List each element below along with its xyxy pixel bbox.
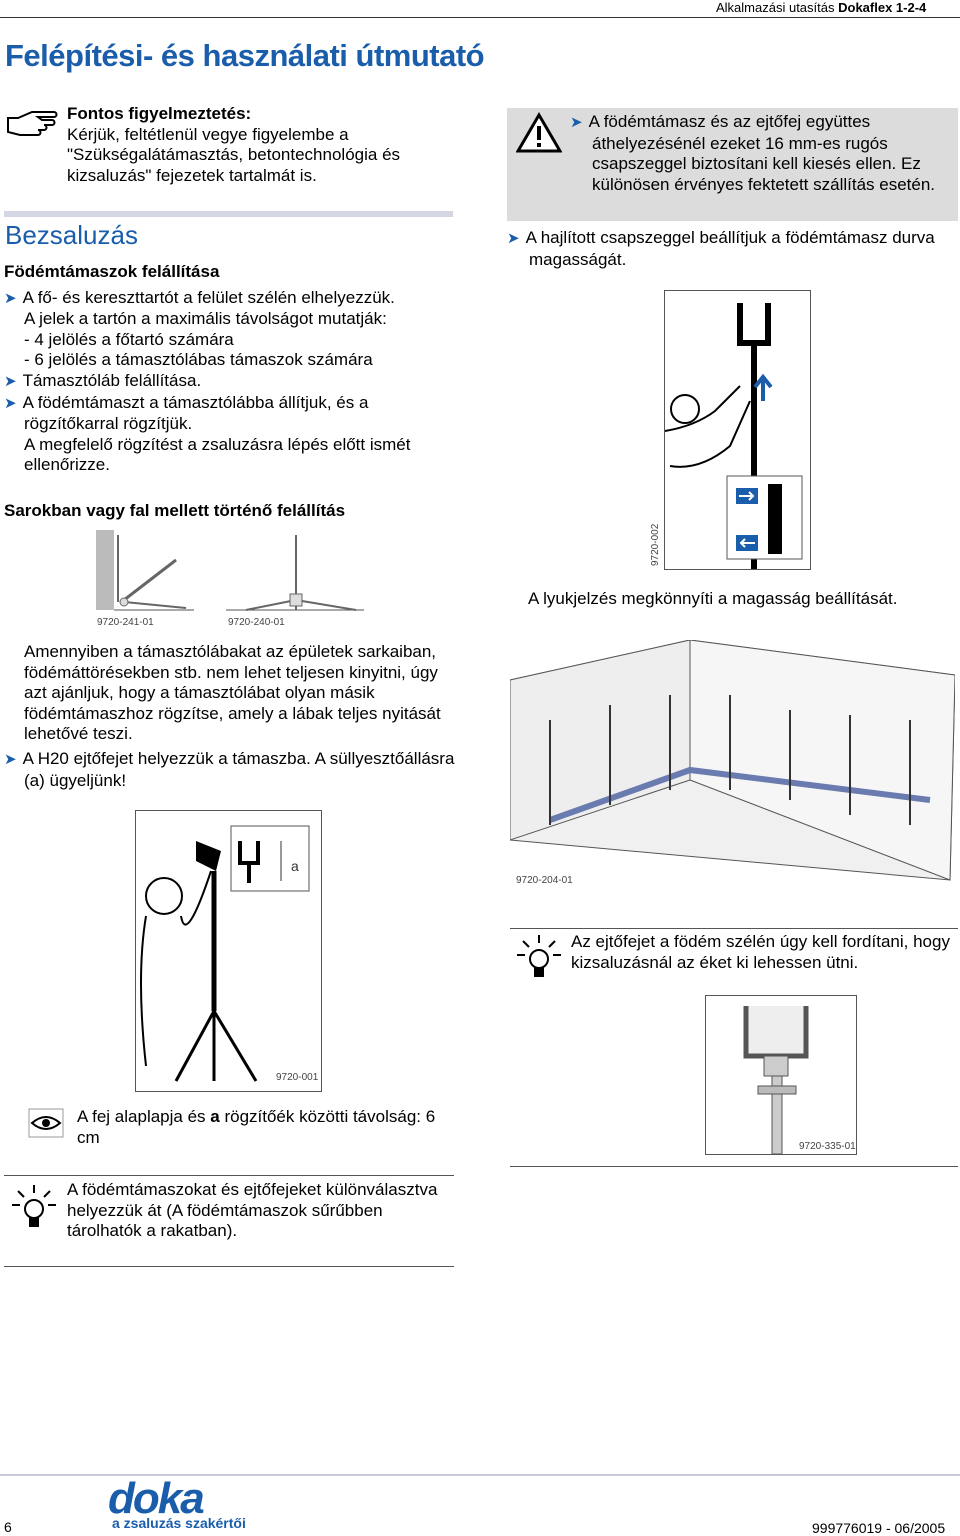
eye-note-part: rögzítőék közötti távolság: 6 cm xyxy=(77,1107,436,1147)
subsection-corner-heading: Sarokban vagy fal mellett történő feláll… xyxy=(4,501,346,520)
eye-note-part: A fej alaplapja és xyxy=(77,1107,211,1126)
person-figure: a xyxy=(135,810,322,1092)
step-text: A födémtámaszt a támasztólábba állítjuk,… xyxy=(22,392,369,434)
step-text: Támasztóláb felállítása. xyxy=(22,370,202,390)
doka-logo: doka xyxy=(108,1474,205,1523)
figure-code: 9720-002 xyxy=(650,523,661,566)
detail-line: A jelek a tartón a maximális távolságot … xyxy=(24,309,387,329)
figure-code: 9720-204-01 xyxy=(516,875,573,886)
page-number: 6 xyxy=(4,1519,12,1535)
figure-code: 9720-335-01 xyxy=(799,1141,856,1152)
step-item: ➤ A födémtámaszt a támasztólábba állítjuk… xyxy=(4,393,456,435)
right-warning-text: ➤ A födémtámasz és az ejtőfej együttes át… xyxy=(570,112,955,195)
figure-code: 9720-241-01 xyxy=(97,617,154,628)
arrow-icon: ➤ xyxy=(4,372,17,390)
warning-text: A födémtámasz és az ejtőfej együttes áth… xyxy=(588,112,936,194)
adjust-caption: A lyukjelzés megkönnyíti a magasság beál… xyxy=(528,589,898,608)
lightbulb-icon xyxy=(10,1183,58,1231)
step-detail: A jelek a tartón a maximális távolságot … xyxy=(4,309,456,371)
warning-note-text: Kérjük, feltétlenül vegye figyelembe a "… xyxy=(67,124,401,185)
footer-rule xyxy=(0,1474,960,1476)
bulb-note-left-text: A födémtámaszokat és ejtőfejeket különvá… xyxy=(67,1180,438,1241)
detail-line: - 4 jelölés a főtartó számára xyxy=(24,329,234,349)
drop-head-figure xyxy=(705,995,857,1155)
doc-number: 999776019 - 06/2005 xyxy=(812,1520,946,1536)
arrow-icon: ➤ xyxy=(570,114,583,131)
subsection-supports: Födémtámaszok felállítása ➤ A fő- és kere… xyxy=(4,262,456,476)
header-rule xyxy=(0,17,960,18)
dimension-label: a xyxy=(291,858,299,874)
height-adjust-figure xyxy=(664,290,811,570)
eye-note-text: A fej alaplapja és a rögzítőék közötti t… xyxy=(77,1107,455,1148)
warning-box xyxy=(507,108,958,221)
step-item: ➤ A hajlított csapszeggel beállítjuk a fö… xyxy=(507,228,957,270)
arrow-icon: ➤ xyxy=(507,230,520,247)
step-detail: A megfelelő rögzítést a zsaluzásra lépés… xyxy=(24,434,411,475)
doc-header: Alkalmazási utasítás Dokaflex 1-2-4 xyxy=(716,0,926,15)
warning-note: Fontos figyelmeztetés: Kérjük, feltétlen… xyxy=(67,104,457,186)
corner-paragraph: Amennyiben a támasztólábakat az épületek… xyxy=(24,642,441,744)
corner-figure-2 xyxy=(226,530,366,630)
divider xyxy=(510,1166,958,1167)
step-item: ➤ Támasztóláb felállítása. xyxy=(4,371,456,393)
divider xyxy=(510,928,958,929)
warning-triangle-icon xyxy=(516,112,562,154)
arrow-icon: ➤ xyxy=(4,394,17,412)
step-item: ➤ A fő- és kereszttartót a felület szélén… xyxy=(4,288,456,310)
doc-header-prefix: Alkalmazási utasítás xyxy=(716,0,835,15)
eye-note-bold: a xyxy=(210,1107,220,1126)
figure-code: 9720-240-01 xyxy=(228,617,285,628)
pointing-hand-icon xyxy=(6,108,58,140)
section-title: Bezsaluzás xyxy=(5,220,138,250)
warning-note-title: Fontos figyelmeztetés: xyxy=(67,104,252,123)
logo-tagline: a zsaluzás szakértői xyxy=(112,1515,246,1531)
step-text: A hajlított csapszeggel beállítjuk a föd… xyxy=(525,228,935,269)
subsection-heading: Födémtámaszok felállítása xyxy=(4,262,220,281)
divider xyxy=(4,1266,454,1267)
divider xyxy=(4,1175,454,1176)
step-item: ➤ A H20 ejtőfejet helyezzük a támaszba. A… xyxy=(4,749,456,791)
eye-icon xyxy=(28,1108,64,1138)
arrow-icon: ➤ xyxy=(4,751,17,768)
step-text: A H20 ejtőfejet helyezzük a támaszba. A … xyxy=(22,749,455,790)
corner-figure-1 xyxy=(96,530,196,630)
page-title: Felépítési- és használati útmutató xyxy=(5,38,485,73)
section-rule xyxy=(4,211,453,217)
figure-code: 9720-001 xyxy=(276,1072,319,1083)
lightbulb-icon xyxy=(515,933,563,981)
room-props-figure xyxy=(510,640,955,895)
detail-line: - 6 jelölés a támasztólábas támaszok szá… xyxy=(24,350,373,370)
bulb-note-right-text: Az ejtőfejet a födém szélén úgy kell for… xyxy=(571,932,950,972)
step-text: A fő- és kereszttartót a felület szélén … xyxy=(22,287,395,307)
arrow-icon: ➤ xyxy=(4,289,17,307)
doc-header-product: Dokaflex 1-2-4 xyxy=(838,0,927,15)
